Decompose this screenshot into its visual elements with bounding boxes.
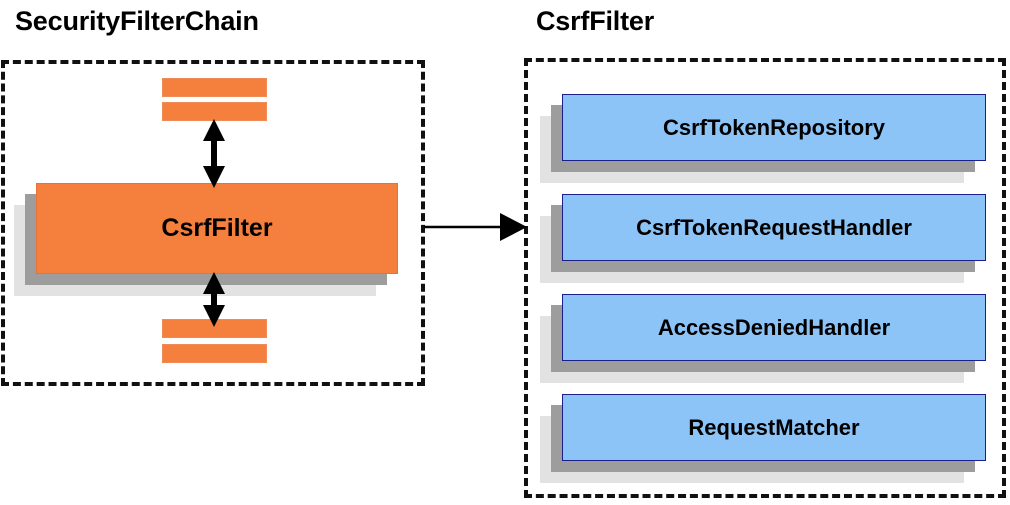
collaborator-face: CsrfTokenRequestHandler (562, 194, 986, 261)
csrf-filter-box: CsrfFilter (14, 183, 398, 296)
collaborator-face: AccessDeniedHandler (562, 294, 986, 361)
collaborator-label: RequestMatcher (688, 414, 860, 440)
collaborator-face: CsrfTokenRepository (562, 94, 986, 161)
csrf-filter-box-label: CsrfFilter (161, 214, 273, 242)
collaborator-label: AccessDeniedHandler (657, 314, 891, 340)
collaborator-box-csrf-token-request-handler: CsrfTokenRequestHandler (540, 194, 986, 283)
filter-bar-above-1 (162, 78, 267, 97)
expand-arrow-icon (424, 213, 527, 241)
filter-bar-below-2 (162, 344, 267, 363)
collaborator-box-csrf-token-repository: CsrfTokenRepository (540, 94, 986, 183)
collaborator-label: CsrfTokenRequestHandler (636, 214, 912, 240)
panel-title-csrf-filter: CsrfFilter (536, 6, 655, 36)
panel-title-security-filter-chain: SecurityFilterChain (15, 6, 259, 36)
panel-security-filter-chain (1, 60, 425, 386)
panel-csrf-filter-detail (524, 58, 1006, 498)
csrf-filter-box-face: CsrfFilter (36, 183, 398, 274)
filter-bar-above-2 (162, 102, 267, 121)
collaborator-face: RequestMatcher (562, 394, 986, 461)
filter-bar-below-1 (162, 319, 267, 338)
collaborator-box-request-matcher: RequestMatcher (540, 394, 986, 483)
collaborator-label: CsrfTokenRepository (662, 114, 886, 140)
collaborator-box-access-denied-handler: AccessDeniedHandler (540, 294, 986, 383)
